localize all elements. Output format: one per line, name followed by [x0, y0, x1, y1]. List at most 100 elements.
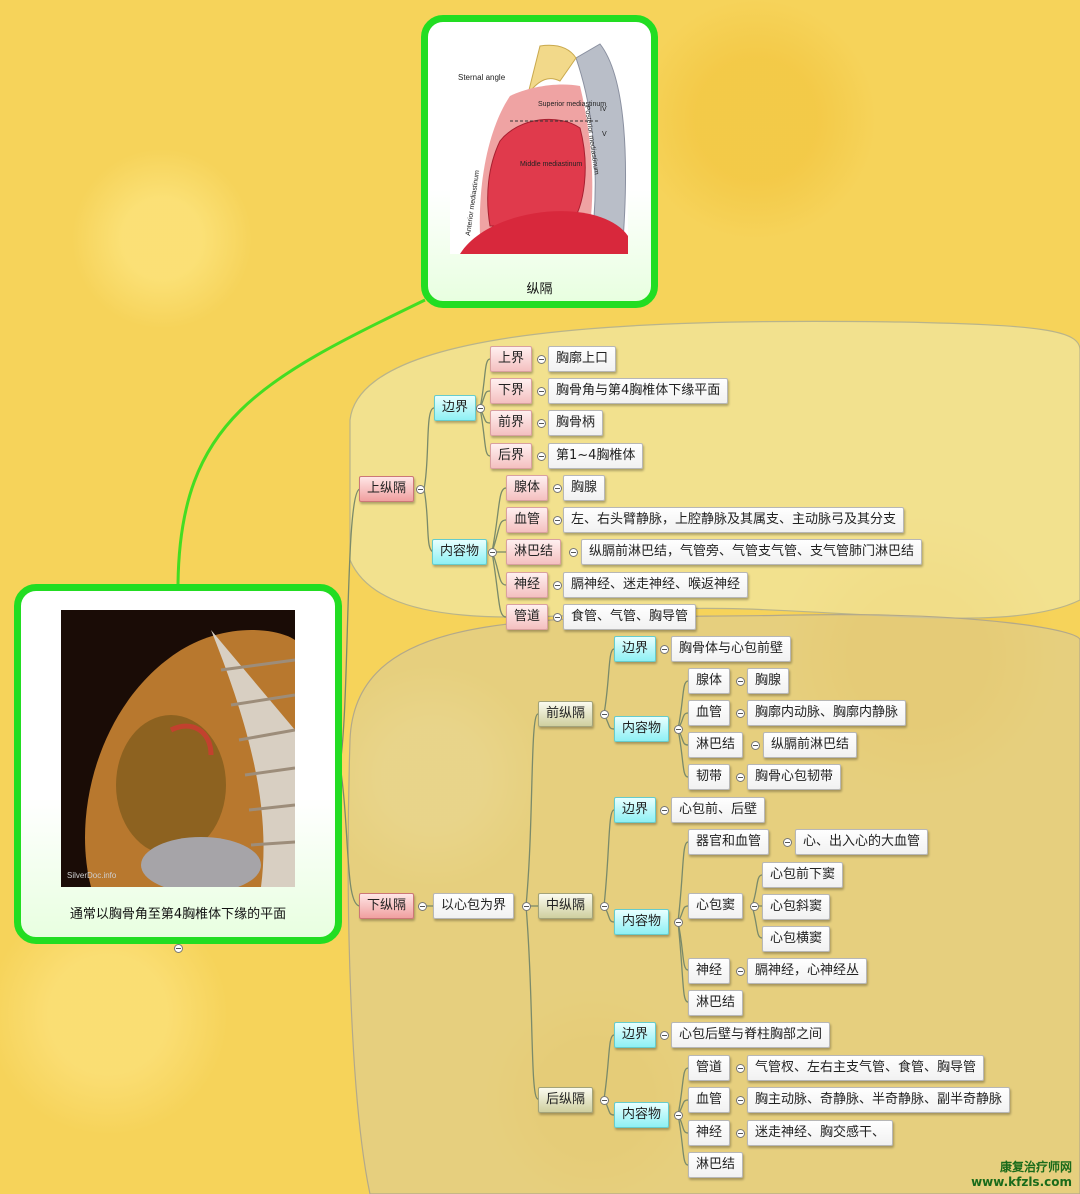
superior-boundary-collapse[interactable]: [476, 404, 485, 413]
back-bound-collapse[interactable]: [537, 452, 546, 461]
post-vessel-collapse[interactable]: [736, 1096, 745, 1105]
sup-lymph-key[interactable]: 淋巴结: [506, 539, 562, 565]
posterior-mediastinum-node[interactable]: 后纵隔: [538, 1087, 594, 1113]
superior-contents-node[interactable]: 内容物: [432, 539, 488, 565]
iv-label: IV: [600, 106, 607, 113]
sup-vessel-value[interactable]: 左、右头臂静脉，上腔静脉及其属支、主动脉弓及其分支: [563, 507, 905, 533]
front-bound-key[interactable]: 前界: [490, 410, 533, 436]
sup-duct-key[interactable]: 管道: [506, 604, 549, 630]
mid-sinus-collapse[interactable]: [750, 902, 759, 911]
mid-organ-value[interactable]: 心、出入心的大血管: [795, 829, 929, 855]
ant-lymph-key[interactable]: 淋巴结: [688, 732, 744, 758]
middle-contents-node[interactable]: 内容物: [614, 909, 670, 935]
middle-boundary-node[interactable]: 边界: [614, 797, 657, 823]
lower-bound-key[interactable]: 下界: [490, 378, 533, 404]
mid-lymph-key[interactable]: 淋巴结: [688, 990, 744, 1016]
back-bound-key[interactable]: 后界: [490, 443, 533, 469]
mid-sinus-1[interactable]: 心包前下窦: [762, 862, 844, 888]
superior-boundary-node[interactable]: 边界: [434, 395, 477, 421]
superior-contents-collapse[interactable]: [488, 548, 497, 557]
mid-sinus-key[interactable]: 心包窦: [688, 893, 744, 919]
center-card-caption: 通常以胸骨角至第4胸椎体下缘的平面: [69, 907, 287, 922]
divider-collapse-toggle[interactable]: [522, 902, 531, 911]
center-card[interactable]: SilverDoc.info 通常以胸骨角至第4胸椎体下缘的平面: [14, 584, 342, 944]
front-bound-collapse[interactable]: [537, 419, 546, 428]
anterior-boundary-value[interactable]: 胸骨体与心包前壁: [671, 636, 792, 662]
post-nerve-value[interactable]: 迷走神经、胸交感干、: [747, 1120, 894, 1146]
ant-vessel-key[interactable]: 血管: [688, 700, 731, 726]
mid-organ-collapse[interactable]: [783, 838, 792, 847]
ant-ligament-value[interactable]: 胸骨心包韧带: [747, 764, 842, 790]
mid-nerve-value[interactable]: 膈神经，心神经丛: [747, 958, 868, 984]
sup-lymph-collapse[interactable]: [569, 548, 578, 557]
middle-contents-collapse[interactable]: [674, 918, 683, 927]
ant-ligament-collapse[interactable]: [736, 773, 745, 782]
mid-nerve-collapse[interactable]: [736, 967, 745, 976]
sup-duct-value[interactable]: 食管、气管、胸导管: [563, 604, 697, 630]
post-vessel-value[interactable]: 胸主动脉、奇静脉、半奇静脉、副半奇静脉: [747, 1087, 1011, 1113]
ant-ligament-key[interactable]: 韧带: [688, 764, 731, 790]
anterior-boundary-node[interactable]: 边界: [614, 636, 657, 662]
middle-label: Middle mediastinum: [520, 161, 582, 168]
posterior-boundary-value[interactable]: 心包后壁与脊柱胸部之间: [671, 1022, 831, 1048]
inferior-collapse-toggle[interactable]: [418, 902, 427, 911]
sup-vessel-collapse[interactable]: [553, 516, 562, 525]
anterior-contents-node[interactable]: 内容物: [614, 716, 670, 742]
inferior-mediastinum-node[interactable]: 下纵隔: [359, 893, 415, 919]
posterior-boundary-collapse[interactable]: [660, 1031, 669, 1040]
posterior-contents-node[interactable]: 内容物: [614, 1102, 670, 1128]
back-bound-value[interactable]: 第1~4胸椎体: [548, 443, 644, 469]
upper-bound-key[interactable]: 上界: [490, 346, 533, 372]
superior-collapse-toggle[interactable]: [416, 485, 425, 494]
anterior-collapse[interactable]: [600, 710, 609, 719]
post-vessel-key[interactable]: 血管: [688, 1087, 731, 1113]
middle-boundary-value[interactable]: 心包前、后壁: [671, 797, 766, 823]
mid-sinus-3[interactable]: 心包横窦: [762, 926, 831, 952]
pericardium-divider-node[interactable]: 以心包为界: [433, 893, 515, 919]
post-duct-key[interactable]: 管道: [688, 1055, 731, 1081]
anatomy-photo: SilverDoc.info: [61, 610, 295, 887]
mid-nerve-key[interactable]: 神经: [688, 958, 731, 984]
front-bound-value[interactable]: 胸骨柄: [548, 410, 604, 436]
anterior-boundary-collapse[interactable]: [660, 645, 669, 654]
ant-gland-collapse[interactable]: [736, 677, 745, 686]
upper-bound-value[interactable]: 胸廓上口: [548, 346, 617, 372]
sup-duct-collapse[interactable]: [553, 613, 562, 622]
sup-gland-value[interactable]: 胸腺: [563, 475, 606, 501]
sup-gland-key[interactable]: 腺体: [506, 475, 549, 501]
sup-nerve-collapse[interactable]: [553, 581, 562, 590]
center-collapse-toggle[interactable]: [174, 944, 183, 953]
anterior-mediastinum-node[interactable]: 前纵隔: [538, 701, 594, 727]
post-duct-value[interactable]: 气管杈、左右主支气管、食管、胸导管: [747, 1055, 985, 1081]
posterior-boundary-node[interactable]: 边界: [614, 1022, 657, 1048]
sup-nerve-value[interactable]: 膈神经、迷走神经、喉返神经: [563, 572, 749, 598]
ant-gland-value[interactable]: 胸腺: [747, 668, 790, 694]
posterior-contents-collapse[interactable]: [674, 1111, 683, 1120]
sup-lymph-value[interactable]: 纵膈前淋巴结，气管旁、气管支气管、支气管肺门淋巴结: [581, 539, 923, 565]
post-nerve-key[interactable]: 神经: [688, 1120, 731, 1146]
mid-organ-key[interactable]: 器官和血管: [688, 829, 770, 855]
anterior-contents-collapse[interactable]: [674, 725, 683, 734]
middle-boundary-collapse[interactable]: [660, 806, 669, 815]
upper-bound-collapse[interactable]: [537, 355, 546, 364]
sup-nerve-key[interactable]: 神经: [506, 572, 549, 598]
ant-vessel-value[interactable]: 胸廓内动脉、胸廓内静脉: [747, 700, 907, 726]
lower-bound-value[interactable]: 胸骨角与第4胸椎体下缘平面: [548, 378, 729, 404]
ant-lymph-collapse[interactable]: [751, 741, 760, 750]
middle-mediastinum-node[interactable]: 中纵隔: [538, 893, 594, 919]
post-lymph-key[interactable]: 淋巴结: [688, 1152, 744, 1178]
lower-bound-collapse[interactable]: [537, 387, 546, 396]
ant-gland-key[interactable]: 腺体: [688, 668, 731, 694]
mid-sinus-2[interactable]: 心包斜窦: [762, 894, 831, 920]
superior-mediastinum-node[interactable]: 上纵隔: [359, 476, 415, 502]
photo-credit: SilverDoc.info: [67, 871, 117, 880]
post-duct-collapse[interactable]: [736, 1064, 745, 1073]
posterior-collapse[interactable]: [600, 1096, 609, 1105]
sup-vessel-key[interactable]: 血管: [506, 507, 549, 533]
middle-collapse[interactable]: [600, 902, 609, 911]
post-nerve-collapse[interactable]: [736, 1129, 745, 1138]
ant-vessel-collapse[interactable]: [736, 709, 745, 718]
mediastinum-figure: Sternal angle Superior mediastinum Middl…: [450, 36, 628, 254]
sup-gland-collapse[interactable]: [553, 484, 562, 493]
ant-lymph-value[interactable]: 纵膈前淋巴结: [763, 732, 858, 758]
